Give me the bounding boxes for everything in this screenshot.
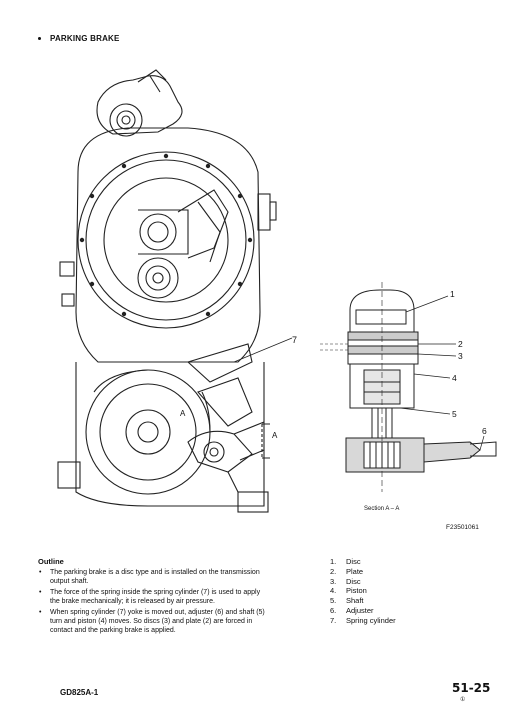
pump-housing xyxy=(96,75,183,135)
part-item: 1. Disc xyxy=(330,557,396,567)
part-item: 5. Shaft xyxy=(330,596,396,606)
bullet-dot: • xyxy=(39,608,42,616)
section-mark-a-lower: A xyxy=(272,431,278,440)
part-number: 7. xyxy=(330,615,337,625)
callout-5: 5 xyxy=(452,409,457,419)
part-name: Piston xyxy=(346,586,367,596)
outline-title: Outline xyxy=(38,557,64,566)
part-number: 1. xyxy=(330,557,337,566)
part-name: Disc xyxy=(346,576,361,586)
outline-item: • The parking brake is a disc type and is… xyxy=(38,568,268,587)
part-item: 4. Piston xyxy=(330,586,396,596)
bullet-dot: • xyxy=(39,588,42,596)
part-number: 2. xyxy=(330,566,337,576)
callout-1: 1 xyxy=(450,289,455,299)
section-mark-a-upper: A xyxy=(180,409,186,418)
part-number: 4. xyxy=(330,586,337,596)
bullet-dot: • xyxy=(39,569,42,576)
parts-list: 1. Disc 2. Plate 3. Disc 4. Piston 5. Shaft 6… xyxy=(330,557,396,626)
callout-6: 6 xyxy=(482,426,487,436)
disc-housing xyxy=(349,289,415,333)
footer-model: GD825A-1 xyxy=(60,688,99,697)
page-revision-mark: ① xyxy=(460,697,466,703)
section-heading: PARKING BRAKE xyxy=(38,34,120,43)
part-name: Adjuster xyxy=(346,605,374,615)
outline-item: • The force of the spring inside the spri… xyxy=(38,588,268,607)
callout-7: 7 xyxy=(292,335,297,345)
transmission-case xyxy=(75,127,261,363)
section-caption: Section A – A xyxy=(364,506,400,512)
outline-item-text: The force of the spring inside the sprin… xyxy=(50,588,261,606)
part-number: 3. xyxy=(330,576,337,586)
callout-2: 2 xyxy=(458,339,463,349)
section-a-a-illustration: 1 2 3 4 5 6 xyxy=(320,282,497,492)
part-name: Disc xyxy=(346,557,361,566)
outline-item: • When spring cylinder (7) yoke is moved … xyxy=(38,608,268,636)
page-number: 51-25 xyxy=(452,681,491,695)
part-name: Shaft xyxy=(346,596,364,606)
callout-4: 4 xyxy=(452,373,457,383)
outline-list: • The parking brake is a disc type and is… xyxy=(38,568,268,637)
spring-cylinder-drawing xyxy=(186,343,253,383)
part-number: 6. xyxy=(330,605,337,615)
transmission-illustration: A A 7 xyxy=(57,69,297,513)
figure-code: F23501061 xyxy=(446,524,479,531)
bullet-dot xyxy=(38,37,41,41)
part-number: 5. xyxy=(330,596,337,606)
heading-text: PARKING BRAKE xyxy=(50,34,120,43)
part-item: 7. Spring cylinder xyxy=(330,616,396,626)
part-name: Plate xyxy=(346,566,364,576)
outline-item-text: When spring cylinder (7) yoke is moved o… xyxy=(50,608,265,635)
callout-3: 3 xyxy=(458,351,463,361)
part-item: 2. Plate xyxy=(330,567,396,577)
part-item: 6. Adjuster xyxy=(330,606,396,616)
part-name: Spring cylinder xyxy=(346,615,396,625)
outline-item-text: The parking brake is a disc type and is … xyxy=(50,569,260,586)
part-item: 3. Disc xyxy=(330,577,396,587)
